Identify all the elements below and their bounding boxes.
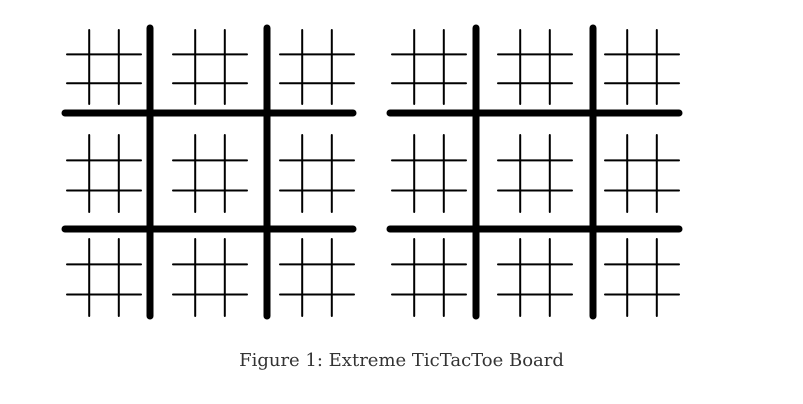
figure-caption: Figure 1: Extreme TicTacToe Board xyxy=(239,350,564,371)
